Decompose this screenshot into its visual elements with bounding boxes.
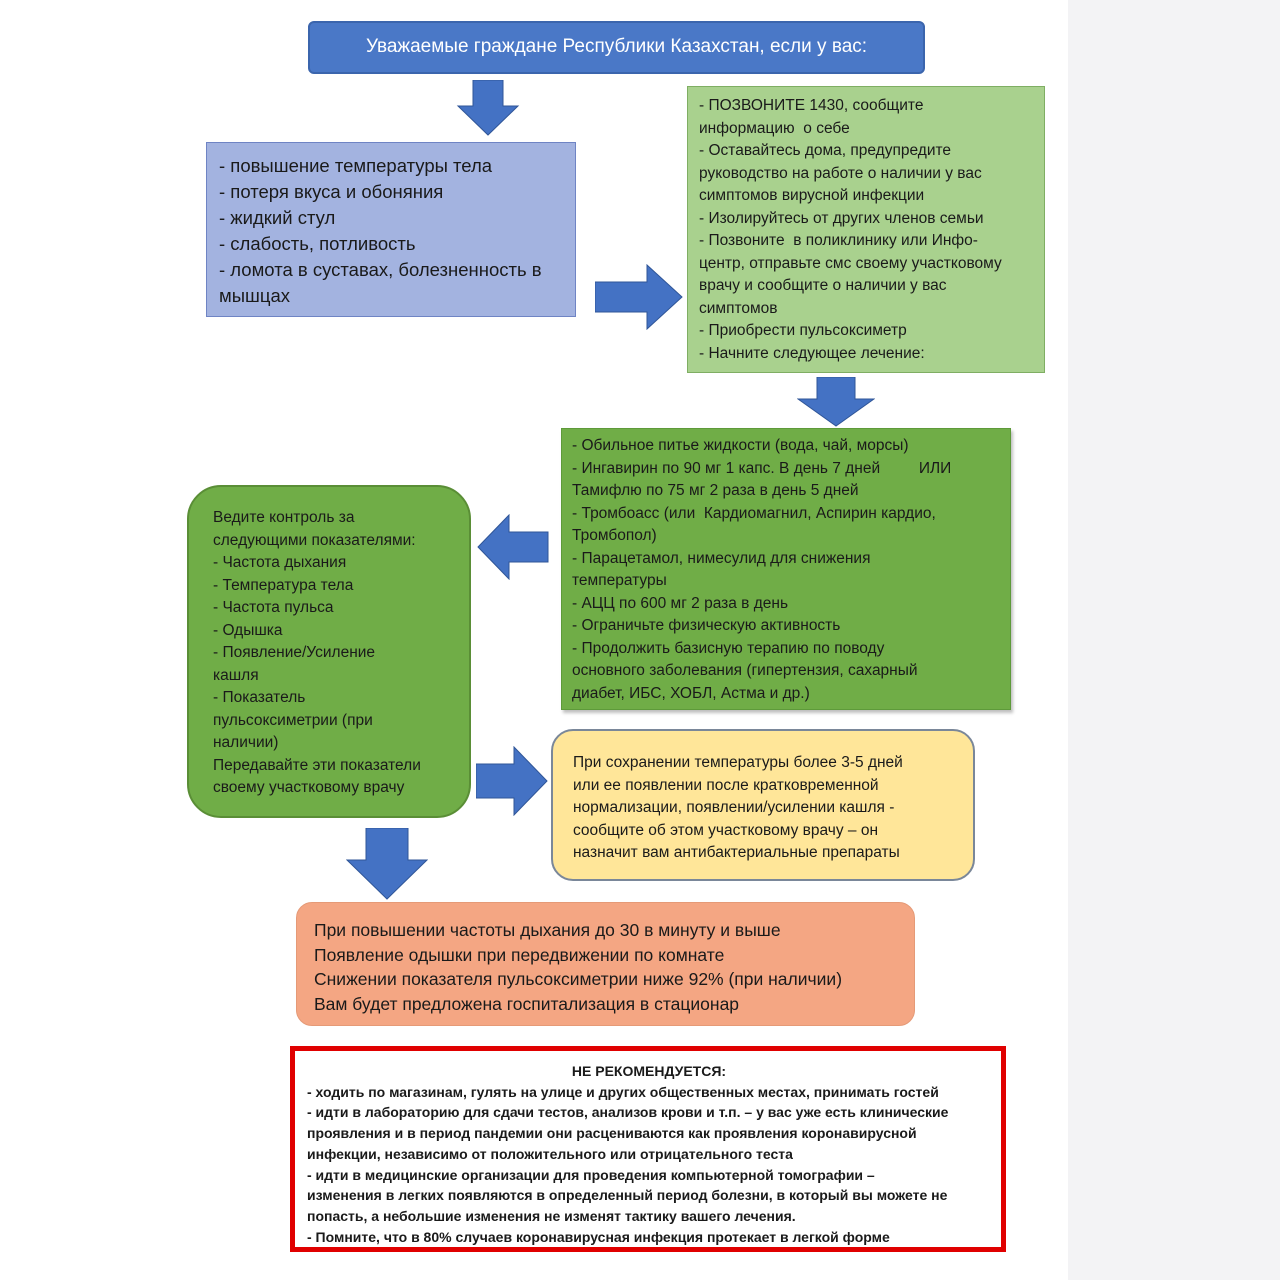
action-line: - Оставайтесь дома, предупредите (699, 142, 952, 159)
warning-line: нормализации, появлении/усилении кашля - (573, 799, 895, 816)
not-recommended-line: - идти в лабораторию для сдачи тестов, а… (307, 1104, 949, 1121)
hospital-line: При повышении частоты дыхания до 30 в ми… (314, 920, 781, 940)
right-arrow-icon (595, 264, 683, 330)
symptom-line: - ломота в суставах, болезненность в (219, 259, 542, 280)
not-recommended-title: НЕ РЕКОМЕНДУЕТСЯ: (571, 1063, 727, 1079)
monitor-line: наличии) (213, 734, 279, 751)
not-recommended-line: попасть, а небольшие изменения не изменя… (307, 1207, 796, 1224)
treatment-box: - Обильное питье жидкости (вода, чай, мо… (561, 428, 1011, 710)
page-margin-strip (1068, 0, 1280, 1280)
not-recommended-line: - идти в медицинские организации для про… (307, 1166, 875, 1183)
monitor-line: - Показатель (213, 689, 306, 706)
hospital-line: Вам будет предложена госпитализация в ст… (314, 993, 740, 1014)
monitoring-box: Ведите контроль за следующими показателям… (187, 485, 471, 818)
treatment-line: основного заболевания (гипертензия, саха… (572, 662, 918, 679)
treatment-line: диабет, ИБС, ХОБЛ, Астма и др.) (572, 684, 810, 702)
action-line: - Позвоните в поликлинику или Инфо- (699, 232, 978, 249)
symptom-line: мышцах (219, 285, 290, 306)
right-arrow-icon (476, 746, 548, 816)
action-line: информацию о себе (699, 119, 850, 137)
treatment-line: - Парацетамол, нимесулид для снижения (572, 549, 871, 567)
monitor-line: кашля (213, 666, 259, 684)
left-arrow-icon (477, 514, 549, 580)
treatment-line: - Ингавирин по 90 мг 1 капс. В день 7 дн… (572, 459, 952, 477)
not-recommended-line: изменения в легких появляются в определе… (307, 1187, 948, 1204)
hospitalization-box: При повышении частоты дыхания до 30 в ми… (296, 902, 915, 1026)
action-line: - Приобрести пульсоксиметр (699, 322, 907, 339)
monitor-line: Ведите контроль за (213, 509, 355, 526)
not-recommended-line: инфекции, независимо от положительного и… (307, 1145, 793, 1162)
action-line: - Изолируйтесь от других членов семьи (699, 209, 984, 227)
treatment-line: температуры (572, 572, 667, 589)
down-arrow-icon (346, 828, 428, 900)
monitor-line: - Частота пульса (213, 599, 334, 616)
not-recommended-line: проявления и в период пандемии они расце… (307, 1125, 917, 1142)
not-recommended-line: - Помните, что в 80% случаев коронавирус… (307, 1228, 890, 1245)
warning-line: сообщите об этом участковому врачу – он (573, 821, 878, 839)
monitor-line: - Появление/Усиление (213, 644, 376, 661)
monitor-line: своему участковому врачу (213, 779, 405, 796)
action-line: руководство на работе о наличии у вас (699, 164, 982, 182)
action-line: врачу и сообщите о наличии у вас (699, 277, 947, 294)
symptoms-box: - повышение температуры тела - потеря вку… (206, 142, 576, 317)
hospital-line: Появление одышки при передвижении по ком… (314, 944, 725, 965)
down-arrow-icon (456, 80, 520, 136)
symptom-line: - жидкий стул (219, 207, 336, 228)
treatment-line: Тромбопол) (572, 527, 657, 544)
warning-line: При сохранении температуры более 3-5 дне… (573, 754, 903, 771)
monitor-line: пульсоксиметрии (при (213, 711, 373, 729)
treatment-line: - Ограничьте физическую активность (572, 617, 841, 634)
monitor-line: Передавайте эти показатели (213, 756, 421, 774)
action-line: симптомов вирусной инфекции (699, 187, 925, 204)
action-line: центр, отправьте смс своему участковому (699, 254, 1002, 272)
monitor-line: - Частота дыхания (213, 554, 347, 571)
header-banner: Уважаемые граждане Республики Казахстан,… (308, 21, 925, 74)
treatment-line: - АЦЦ по 600 мг 2 раза в день (572, 594, 789, 612)
monitor-line: - Температура тела (213, 576, 354, 594)
warning-line: или ее появлении после кратковременной (573, 776, 879, 794)
fever-warning-box: При сохранении температуры более 3-5 дне… (551, 729, 975, 881)
treatment-line: Тамифлю по 75 мг 2 раза в день 5 дней (572, 482, 859, 499)
symptom-line: - слабость, потливость (219, 233, 416, 254)
not-recommended-line: - ходить по магазинам, гулять на улице и… (307, 1083, 939, 1100)
warning-line: назначит вам антибактериальные препараты (573, 844, 900, 861)
symptom-line: - повышение температуры тела (219, 155, 493, 176)
action-line: симптомов (699, 299, 778, 317)
actions-box: - ПОЗВОНИТЕ 1430, сообщите информацию о с… (687, 86, 1045, 373)
symptom-line: - потеря вкуса и обоняния (219, 181, 444, 202)
treatment-line: - Обильное питье жидкости (вода, чай, мо… (572, 437, 909, 454)
monitor-line: следующими показателями: (213, 531, 416, 549)
monitor-line: - Одышка (213, 621, 283, 639)
hospital-line: Снижении показателя пульсоксиметрии ниже… (314, 969, 843, 989)
action-line: - ПОЗВОНИТЕ 1430, сообщите (699, 97, 924, 114)
treatment-line: - Продолжить базисную терапию по поводу (572, 639, 885, 657)
not-recommended-box: НЕ РЕКОМЕНДУЕТСЯ: - ходить по магазинам,… (290, 1046, 1006, 1252)
header-title: Уважаемые граждане Республики Казахстан,… (365, 36, 868, 57)
action-line: - Начните следующее лечение: (699, 344, 925, 362)
treatment-line: - Тромбоасс (или Кардиомагнил, Аспирин к… (572, 504, 936, 522)
down-arrow-icon (797, 377, 875, 427)
